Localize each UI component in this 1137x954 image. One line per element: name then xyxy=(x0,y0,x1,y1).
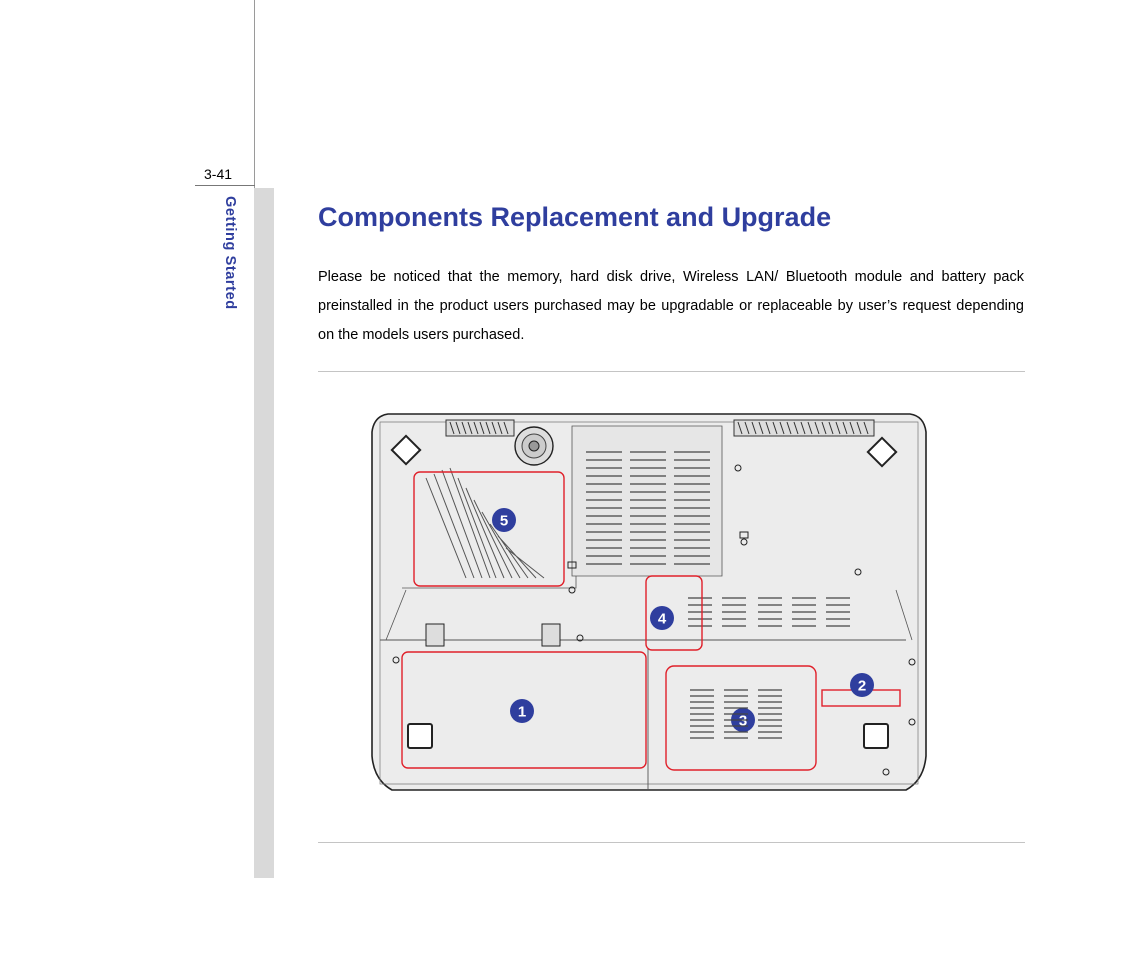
highlight-area-3 xyxy=(665,665,817,771)
svg-text:3: 3 xyxy=(739,713,747,730)
laptop-body xyxy=(371,413,927,791)
highlight-area-4 xyxy=(645,575,703,651)
callout-4: 4 xyxy=(650,606,674,630)
foot-bottom-left xyxy=(407,723,433,749)
section-label: Getting Started xyxy=(222,196,238,310)
svg-text:1: 1 xyxy=(518,704,526,721)
callout-2: 2 xyxy=(850,673,874,697)
top-vent-left xyxy=(445,419,515,437)
svg-text:4: 4 xyxy=(658,611,667,628)
page-number: 3-41 xyxy=(204,166,233,182)
top-divider xyxy=(318,371,1025,372)
svg-text:5: 5 xyxy=(500,513,508,530)
highlight-area-5 xyxy=(413,471,565,587)
battery-latch-left xyxy=(425,623,445,647)
screws xyxy=(392,464,916,776)
highlight-area-1 xyxy=(401,651,647,769)
callout-5: 5 xyxy=(492,508,516,532)
side-strip xyxy=(254,188,274,878)
foot-bottom-right xyxy=(863,723,889,749)
top-vent-right xyxy=(733,419,875,437)
page-number-rule xyxy=(195,185,255,186)
page-title: Components Replacement and Upgrade xyxy=(318,202,832,232)
fan-icon xyxy=(514,426,554,466)
battery-latch-right xyxy=(541,623,561,647)
lower-vents xyxy=(688,597,850,627)
center-vent-slots xyxy=(586,451,710,565)
callout-1: 1 xyxy=(510,699,534,723)
intro-paragraph: Please be noticed that the memory, hard … xyxy=(318,269,1024,343)
svg-text:2: 2 xyxy=(858,678,866,695)
hdd-vents xyxy=(690,689,782,739)
bottom-divider xyxy=(318,842,1025,843)
foot-top-right xyxy=(866,436,898,468)
laptop-bottom-diagram: 5 4 1 2 3 xyxy=(371,413,927,791)
foot-top-left xyxy=(390,434,422,466)
memory-hatch xyxy=(425,467,545,579)
